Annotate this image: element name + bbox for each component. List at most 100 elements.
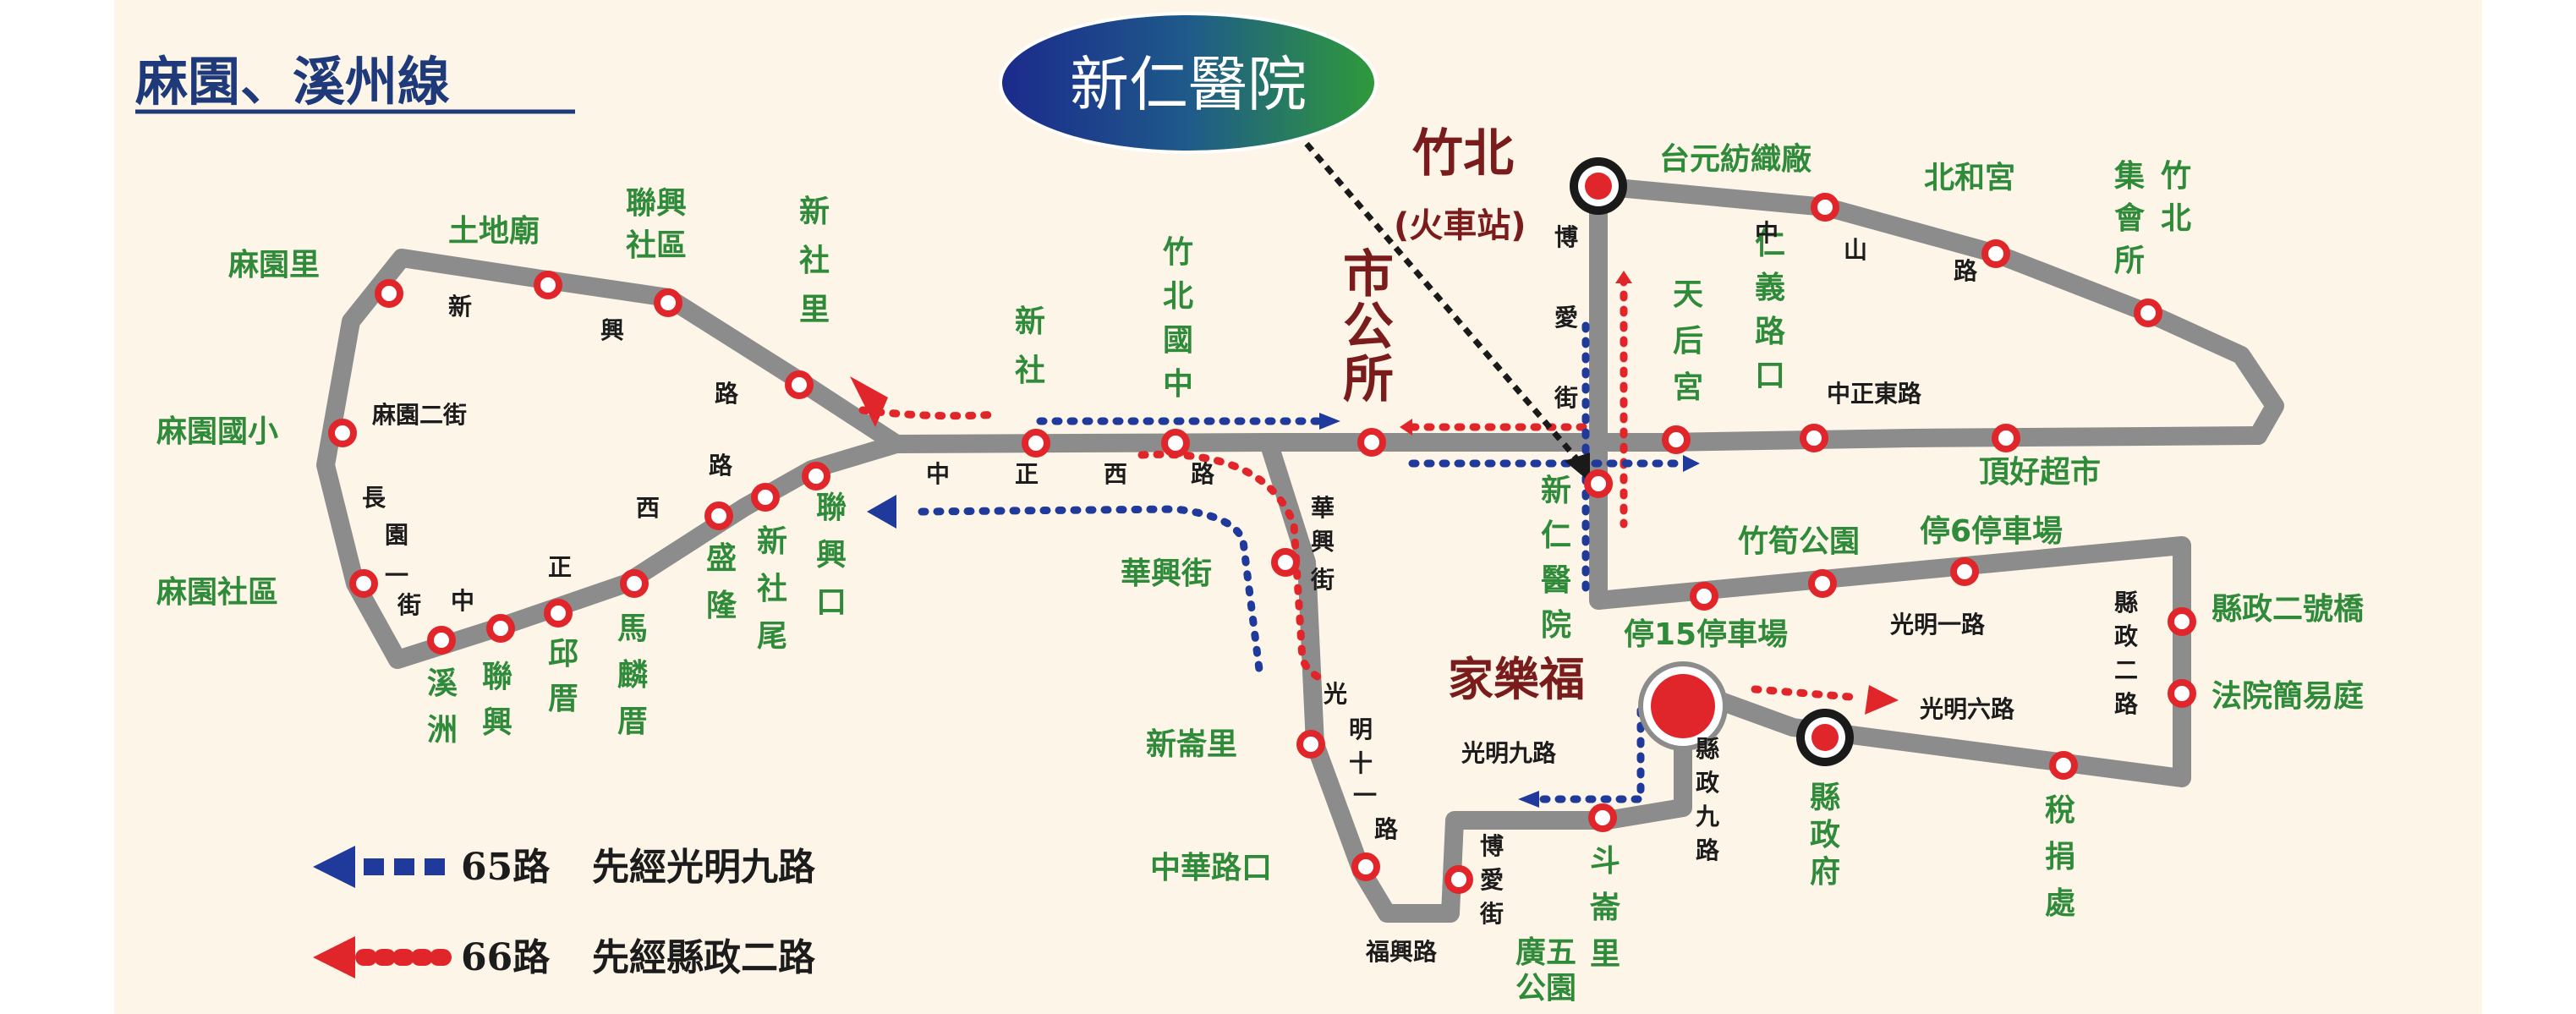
station-xizhou-char: 溪: [427, 666, 458, 701]
station-xinren-char: 院: [1541, 608, 1571, 643]
street-char: 山: [1844, 236, 1867, 264]
station-zhusun: 竹筍公園: [1738, 524, 1860, 559]
station-xinsheli: 新 社 里: [799, 195, 830, 327]
station-zhubeiguozhong-char: 中: [1163, 367, 1193, 402]
station-beihegong: 北和宮: [1924, 161, 2015, 195]
station-xinshewei: 新 社 尾: [757, 524, 787, 654]
street-guangming9: 光明九路: [1461, 739, 1557, 767]
street-char: 正: [548, 553, 572, 581]
street-labels: 新 興 路 麻園二街 長 園 一 街 中 正 西 路 中 正 西 路 博 愛 街…: [362, 219, 2139, 966]
station-parking15: 停15停車場: [1624, 617, 1788, 652]
station-lianxingkou-char: 聯: [816, 491, 847, 525]
street-char: 路: [715, 380, 739, 408]
station-dots: [328, 193, 2196, 894]
street-zhongzhengdonglu: 中正東路: [1827, 380, 1922, 408]
station-xinshewei-char: 社: [757, 572, 787, 606]
station-jihuisuo-char: 所: [2114, 244, 2145, 278]
station-mayuanli: 麻園里: [228, 248, 320, 282]
street-char: 政: [1696, 769, 1719, 797]
stop-dot: [1950, 557, 1979, 586]
station-jihuisuo-char: 集: [2113, 159, 2145, 194]
terminal-carrefour: [1638, 661, 1728, 751]
street-char: 愛: [1554, 304, 1578, 332]
route65-arrow-guangming9: [1518, 791, 1539, 808]
stop-dot: [328, 419, 357, 447]
station-jihuisuo: 集 會 所 竹 北: [2113, 159, 2191, 278]
callout-arrowhead: [1565, 452, 1590, 482]
street-char: 路: [709, 452, 733, 480]
stop-dot: [785, 370, 814, 399]
legend: 65路 先經光明九路 66路 先經縣政二路: [313, 846, 816, 979]
street-char: 路: [1696, 836, 1720, 864]
station-tax: 稅 捐 處: [2045, 793, 2075, 921]
station-lianxingshequ: 聯興 社區: [626, 186, 687, 263]
station-tax-char: 稅: [2045, 793, 2075, 828]
station-xinren-char: 仁: [1541, 518, 1571, 553]
stop-dot: [1271, 548, 1300, 577]
legend-item-66: 66路 先經縣政二路: [313, 936, 816, 979]
station-lianxing-char: 聯: [482, 660, 512, 694]
legend-arrow-blue-icon: [313, 846, 355, 888]
station-xizhou: 溪 洲: [427, 666, 458, 748]
legend-route-66: 66路: [461, 936, 551, 979]
street-char: 中: [451, 587, 474, 615]
street-char: 路: [1374, 815, 1399, 843]
station-xinshewei-char: 新: [757, 524, 787, 559]
landmark-county-gov-char: 政: [1810, 818, 1840, 852]
landmark-city-hall: 市 公 所: [1343, 245, 1411, 409]
street-char: 長: [362, 484, 386, 512]
station-lianxingkou-char: 興: [816, 538, 847, 573]
station-lianxingkou: 聯 興 口: [816, 491, 847, 620]
street-char: 新: [448, 293, 472, 321]
station-xianzheng2bridge: 縣政二號橋: [2212, 592, 2364, 627]
station-malincuo-char: 麟: [617, 658, 648, 693]
street-char: 興: [600, 316, 624, 344]
route65-path: [918, 321, 1687, 803]
station-taiyuan: 台元紡織廠: [1659, 141, 1811, 177]
street-char: 政: [2114, 622, 2138, 650]
stop-dot: [2168, 607, 2196, 636]
legend-text-66: 先經縣政二路: [592, 936, 816, 979]
stop-dot: [751, 483, 780, 512]
station-xinkeli: 新崙里: [1146, 727, 1237, 762]
callout-leader: [1304, 141, 1588, 472]
landmark-city-hall-char: 所: [1343, 350, 1394, 409]
route65-arrow-newren: [1683, 455, 1700, 472]
terminal-county-gov: [1796, 709, 1854, 766]
station-lianxingshequ-line1: 聯興: [626, 186, 687, 221]
stop-dot: [544, 599, 573, 628]
station-doukeli-char: 里: [1590, 937, 1620, 972]
station-dinghao: 頂好超市: [1979, 455, 2101, 490]
stop-dot: [1357, 428, 1386, 457]
street-mayuan2: 麻園二街: [372, 401, 467, 429]
station-tax-char: 捐: [2045, 840, 2075, 874]
station-huaxingjie: 華興街: [1121, 556, 1212, 591]
callout-bubble: [999, 12, 1378, 154]
road-zhubei-spine: [1589, 177, 2191, 787]
legend-arrow-red-icon: [313, 936, 355, 978]
station-guangwu-line2: 公園: [1515, 971, 1576, 1006]
street-guangming1: 光明一路: [1889, 611, 1986, 639]
stop-dot: [1296, 730, 1325, 759]
street-char: 明: [1349, 715, 1373, 743]
stop-dot: [1444, 865, 1473, 894]
stop-dot: [1588, 803, 1617, 832]
station-zhubeiguozhong: 竹 北 國 中: [1163, 235, 1193, 402]
station-zhubeiguozhong-char: 國: [1163, 323, 1193, 358]
stop-dot: [1800, 424, 1828, 452]
street-char: 縣: [1696, 735, 1719, 763]
station-guangwu: 廣五 公園: [1515, 935, 1576, 1006]
station-zhubeiguozhong-char: 北: [1163, 279, 1193, 314]
landmark-zhubei-sub: (火車站): [1394, 206, 1526, 245]
stop-dot: [1662, 425, 1691, 454]
station-shenglong: 盛 隆: [706, 541, 737, 623]
street-char: 西: [636, 494, 660, 522]
station-mayuanguoxiao: 麻園國小: [156, 414, 278, 449]
street-char: 華: [1311, 494, 1335, 522]
stop-dot: [802, 462, 830, 491]
station-tianhougong: 天 后 宮: [1673, 277, 1703, 405]
stop-dot: [534, 271, 562, 299]
street-char: 路: [2114, 690, 2139, 718]
station-renyilukou-char: 仁: [1755, 227, 1785, 261]
